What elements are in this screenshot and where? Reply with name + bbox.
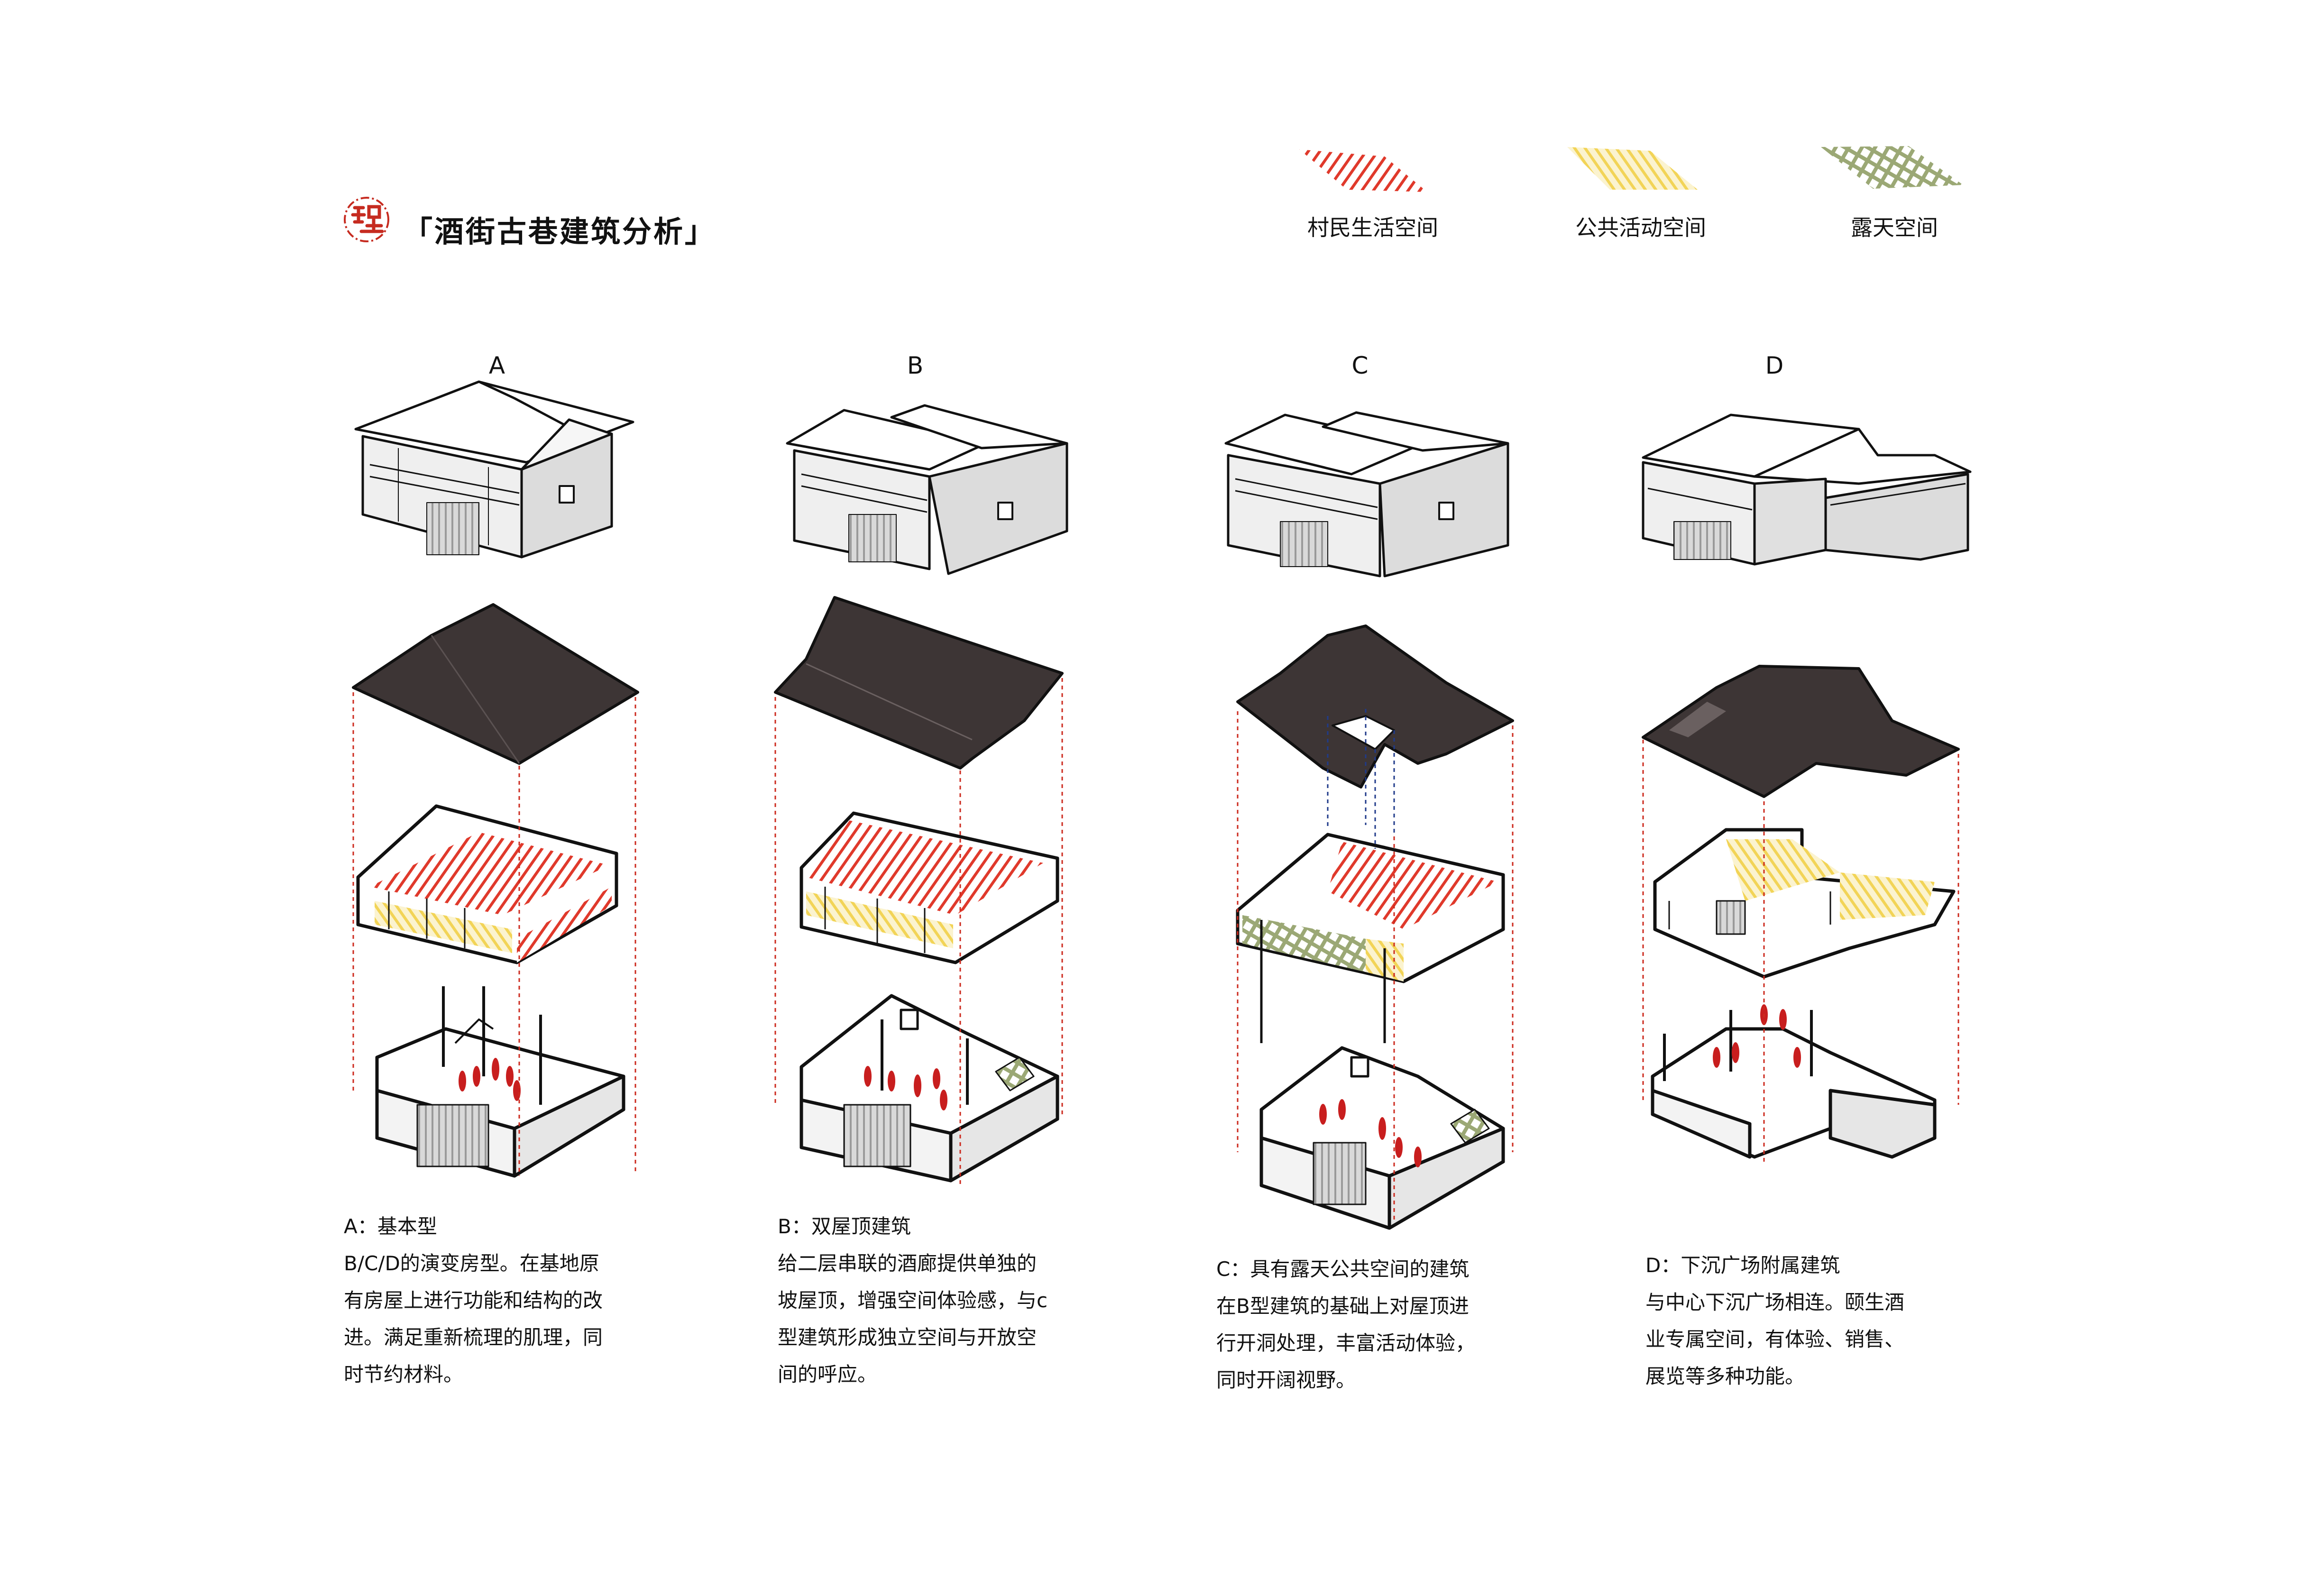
description-c-line: 行开洞处理，丰富活动体验， xyxy=(1216,1331,1476,1355)
description-b-line: 给二层串联的酒廊提供单独的 xyxy=(778,1252,1037,1275)
legend-swatch-open-air xyxy=(1821,146,1963,189)
column-a-diagram xyxy=(352,380,639,1178)
guide-lines-a xyxy=(352,692,636,1176)
column-b-diagram xyxy=(774,404,1068,1185)
legend-label-village: 村民生活空间 xyxy=(1307,215,1438,240)
ground-floor-a xyxy=(375,986,625,1178)
house-b-perspective xyxy=(786,404,1068,575)
opening-guide-c xyxy=(1327,709,1395,849)
house-a-perspective xyxy=(354,380,634,559)
description-d-line: 业专属空间，有体验、销售、 xyxy=(1645,1328,1905,1351)
description-a: A：基本型 B/C/D的演变房型。在基地原 有房屋上进行功能和结构的改 进。满足… xyxy=(344,1208,704,1393)
legend-swatch-public xyxy=(1567,147,1698,190)
ground-floor-b xyxy=(799,994,1059,1183)
description-a-line: 进。满足重新梳理的肌理，同 xyxy=(344,1326,603,1349)
description-b-heading: B：双屋顶建筑 xyxy=(778,1215,911,1238)
description-b-line: 型建筑形成独立空间与开放空 xyxy=(778,1326,1037,1349)
description-c-heading: C：具有露天公共空间的建筑 xyxy=(1216,1257,1470,1281)
description-d-heading: D：下沉广场附属建筑 xyxy=(1645,1254,1840,1277)
guide-lines-c xyxy=(1237,711,1514,1223)
ground-floor-d xyxy=(1651,1010,1937,1159)
description-c-line: 在B型建筑的基础上对屋顶进 xyxy=(1216,1294,1469,1318)
description-a-line: 时节约材料。 xyxy=(344,1363,464,1386)
description-b-line: 间的呼应。 xyxy=(778,1363,878,1386)
guide-lines-b xyxy=(774,678,1063,1185)
guide-lines-d xyxy=(1642,740,1959,1162)
roof-d xyxy=(1642,665,1960,798)
upper-floor-a xyxy=(356,804,618,964)
figures-a xyxy=(459,1058,521,1101)
figures-c xyxy=(1319,1099,1422,1167)
roof-b xyxy=(774,596,1064,770)
column-c-diagram xyxy=(1224,411,1514,1230)
description-b: B：双屋顶建筑 给二层串联的酒廊提供单独的 坡屋顶，增强空间体验感，与c 型建筑… xyxy=(778,1208,1138,1393)
upper-floor-b xyxy=(799,811,1059,964)
house-c-perspective xyxy=(1224,411,1509,578)
figures-d xyxy=(1713,1004,1801,1068)
roof-c xyxy=(1236,624,1514,789)
legend-label-open-air: 露天空间 xyxy=(1851,215,1938,240)
figures-b xyxy=(864,1066,947,1110)
description-c: C：具有露天公共空间的建筑 在B型建筑的基础上对屋顶进 行开洞处理，丰富活动体验… xyxy=(1216,1251,1577,1399)
house-d-perspective xyxy=(1642,413,1972,566)
legend-swatch-village xyxy=(1299,149,1427,192)
column-c-letter: C xyxy=(1351,352,1369,379)
description-d: D：下沉广场附属建筑 与中心下沉广场相连。颐生酒 业专属空间，有体验、销售、 展… xyxy=(1645,1247,2006,1395)
upper-floor-d xyxy=(1653,828,1956,979)
roof-a xyxy=(352,603,639,765)
column-d-diagram xyxy=(1642,413,1972,1162)
page-title: 「酒街古巷建筑分析」 xyxy=(403,214,717,249)
description-a-line: 有房屋上进行功能和结构的改 xyxy=(344,1289,603,1312)
brand-seal-logo xyxy=(344,197,389,242)
column-d-letter: D xyxy=(1765,352,1784,379)
description-d-line: 展览等多种功能。 xyxy=(1645,1365,1805,1388)
legend-label-public: 公共活动空间 xyxy=(1575,215,1706,240)
description-d-line: 与中心下沉广场相连。颐生酒 xyxy=(1645,1291,1905,1314)
description-b-line: 坡屋顶，增强空间体验感，与c xyxy=(778,1289,1048,1312)
description-a-line: B/C/D的演变房型。在基地原 xyxy=(344,1252,599,1275)
column-b-letter: B xyxy=(907,352,924,379)
description-a-heading: A：基本型 xyxy=(344,1215,437,1238)
description-c-line: 同时开阔视野。 xyxy=(1216,1368,1356,1392)
upper-floor-c xyxy=(1236,833,1505,1043)
column-a-letter: A xyxy=(488,352,505,379)
